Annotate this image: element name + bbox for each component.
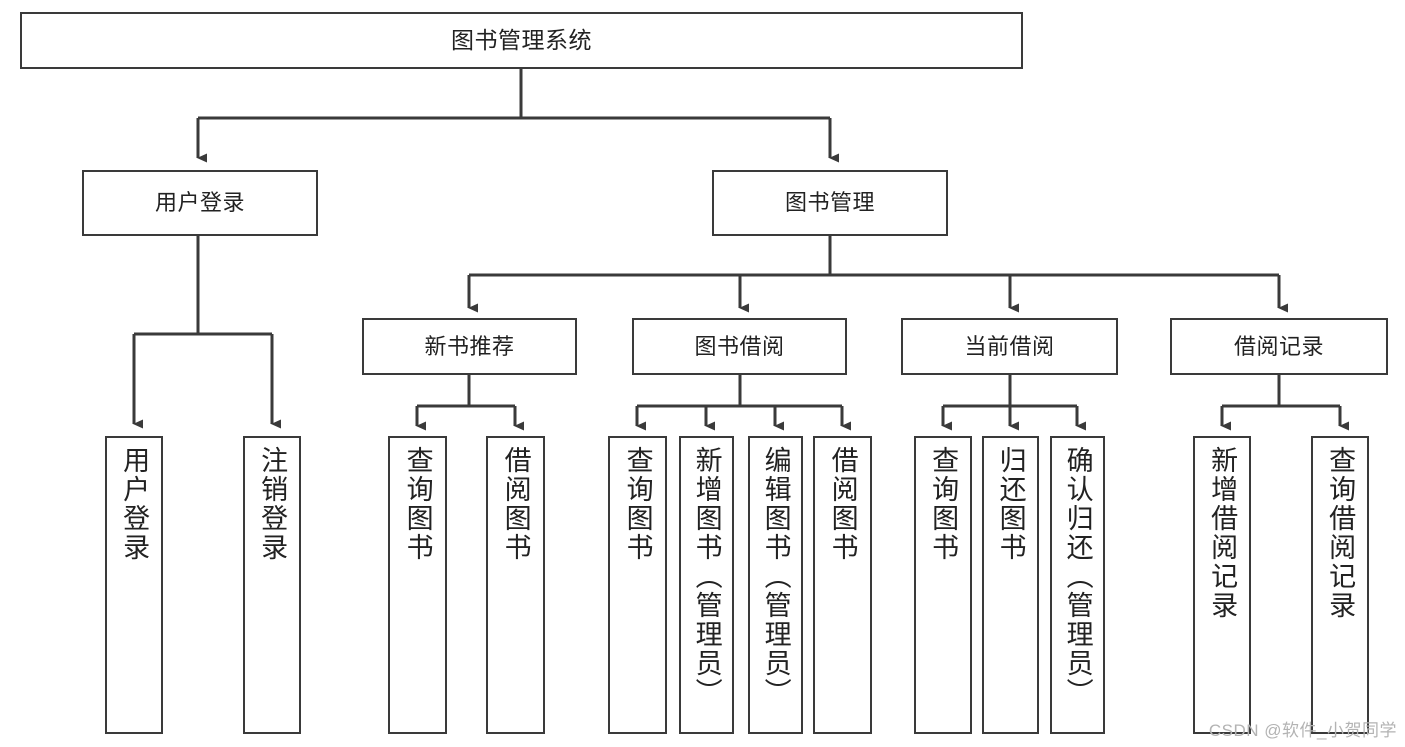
node-label: 查询借阅记录	[1325, 446, 1356, 620]
leaf-current-borrow-confirm-return-admin[interactable]: 确认归还（管理员）	[1050, 436, 1105, 734]
node-label: 图书管理	[784, 190, 875, 216]
node-label: 用户登录	[119, 446, 150, 562]
node-label: 用户登录	[154, 190, 245, 216]
node-label: 编辑图书（管理员）	[760, 446, 791, 707]
leaf-book-borrow-query-books[interactable]: 查询图书	[608, 436, 667, 734]
leaf-new-book-borrow-books[interactable]: 借阅图书	[486, 436, 545, 734]
node-label: 图书借阅	[694, 333, 785, 359]
node-label: 借阅图书	[500, 446, 531, 562]
node-label: 新增图书（管理员）	[691, 446, 722, 707]
leaf-book-borrow-edit-book-admin[interactable]: 编辑图书（管理员）	[748, 436, 803, 734]
leaf-user-login-logout[interactable]: 注销登录	[243, 436, 301, 734]
node-label: 确认归还（管理员）	[1062, 446, 1093, 707]
node-label: 新书推荐	[424, 333, 515, 359]
leaf-book-borrow-add-book-admin[interactable]: 新增图书（管理员）	[679, 436, 734, 734]
csdn-watermark: CSDN @软件_小贺同学	[1208, 721, 1397, 740]
node-borrowing-records[interactable]: 借阅记录	[1170, 318, 1388, 375]
node-root-book-management-system[interactable]: 图书管理系统	[20, 12, 1023, 69]
node-label: 图书管理系统	[451, 26, 592, 53]
leaf-borrow-record-query-record[interactable]: 查询借阅记录	[1311, 436, 1369, 734]
node-label: 借阅图书	[827, 446, 858, 562]
node-label: 注销登录	[257, 446, 288, 562]
leaf-user-login-login[interactable]: 用户登录	[105, 436, 163, 734]
leaf-new-book-query-books[interactable]: 查询图书	[388, 436, 447, 734]
node-label: 借阅记录	[1233, 333, 1324, 359]
node-label: 查询图书	[622, 446, 653, 562]
leaf-book-borrow-borrow-books[interactable]: 借阅图书	[813, 436, 872, 734]
node-label: 当前借阅	[964, 333, 1055, 359]
node-label: 新增借阅记录	[1207, 446, 1238, 620]
node-book-management[interactable]: 图书管理	[712, 170, 948, 236]
node-label: 查询图书	[402, 446, 433, 562]
node-current-borrowing[interactable]: 当前借阅	[901, 318, 1118, 375]
node-label: 归还图书	[995, 446, 1026, 562]
leaf-current-borrow-return-books[interactable]: 归还图书	[982, 436, 1039, 734]
node-new-book-recommendation[interactable]: 新书推荐	[362, 318, 577, 375]
node-label: 查询图书	[928, 446, 959, 562]
leaf-borrow-record-add-record[interactable]: 新增借阅记录	[1193, 436, 1251, 734]
node-book-borrowing[interactable]: 图书借阅	[632, 318, 847, 375]
node-user-login[interactable]: 用户登录	[82, 170, 318, 236]
leaf-current-borrow-query-books[interactable]: 查询图书	[914, 436, 972, 734]
